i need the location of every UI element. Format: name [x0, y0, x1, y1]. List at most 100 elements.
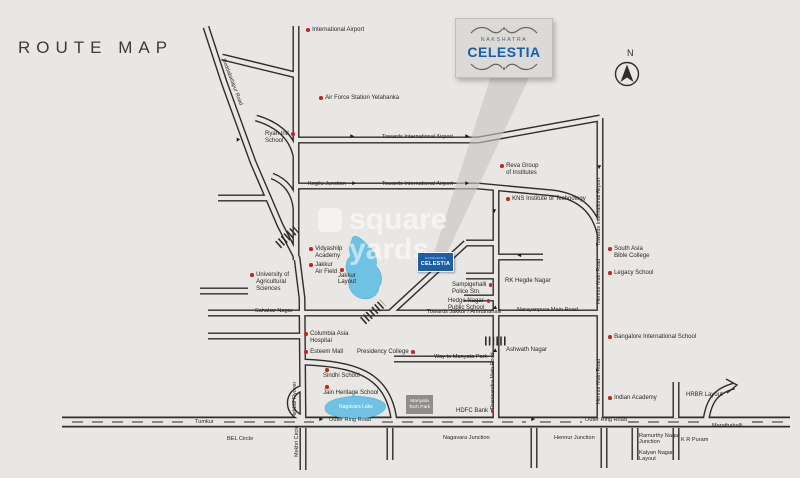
location-dot-icon — [500, 164, 504, 168]
landmark-air-force-station-yelahanka: Air Force Station Yelahanka — [319, 95, 399, 102]
landmark-label: Presidency College — [357, 349, 409, 355]
landmark-vidyashilp-academy: Vidyashilp Academy — [309, 246, 342, 260]
road-label-way-to-manyata-park: Way to Manyata Park — [434, 354, 488, 360]
ornament-top-icon — [470, 26, 538, 33]
landmark-label: HDFC Bank — [456, 408, 489, 414]
location-dot-icon — [309, 247, 313, 251]
landmark-label: Reva Group of Institutes — [506, 163, 539, 176]
location-dot-icon — [304, 332, 308, 336]
location-dot-icon — [291, 132, 295, 136]
arrow-up-icon: ▲ — [492, 304, 499, 311]
celestia-site-marker: NAKSHATRA CELESTIA — [417, 252, 454, 272]
landmark-label: Columbia Asia Hospital — [310, 331, 349, 344]
road-label-hennur-main-road: Hennur Main Road — [596, 258, 602, 304]
road-label-towards-international-airport: Towards International Airport — [596, 177, 602, 246]
road-label-towards-jakkur-amruthahalli: Towards Jakkur / Amruthahalli — [427, 309, 502, 315]
road-label-sahakar-nagar: Sahakar Nagar — [255, 308, 293, 314]
signboard-beam — [434, 76, 530, 253]
landmark-indian-academy: Indian Academy — [608, 395, 657, 402]
curve-arrowhead-icon — [725, 378, 739, 394]
landmark-label: Ashwath Nagar — [506, 347, 548, 353]
location-dot-icon — [411, 350, 415, 354]
road-label-towards-international-airport: Towards International Airport — [382, 134, 453, 140]
landmark-jakkur-layout: Jakkur Layout — [338, 268, 356, 286]
nagavara-lake-label: Nagavara Lake — [339, 404, 373, 410]
arrow-left-icon: ◄ — [516, 252, 523, 259]
location-dot-icon — [325, 368, 329, 372]
watermark-word2: yards — [349, 233, 430, 266]
jakkur-lake — [345, 235, 382, 300]
railway-crossing-icon — [275, 225, 507, 346]
landmark-reva-group-of-institutes: Reva Group of Institutes — [500, 163, 538, 177]
landmark-label: KNS Institute of Technology — [512, 196, 586, 202]
road-label-thanisandra-main-road: Thanisandra Main Road — [490, 352, 496, 410]
manyata-tech-park-area: Manyata Tech Park — [406, 395, 433, 414]
arrow-down-icon: ▼ — [491, 208, 498, 215]
landmark-esteem-mall: Esteem Mall — [304, 349, 343, 356]
marker-name: CELESTIA — [420, 260, 451, 267]
landmark-hdfc-bank: HDFC Bank — [456, 408, 495, 415]
compass-icon — [614, 61, 640, 87]
landmark-rk-hegde-nagar: RK Hegde Nagar — [505, 278, 551, 285]
road-label-kogilu-junction: Kogilu Junction — [308, 181, 346, 187]
road-label-hennur-junction: Hennur Junction — [554, 435, 595, 441]
road-label-narayanpura-main-road: Narayanpura Main Road — [517, 307, 578, 313]
location-dot-icon — [486, 299, 491, 303]
landmark-label: Jain Heritage School — [323, 389, 379, 396]
landmark-label: Sampigehalli Police Stn. — [452, 282, 487, 295]
landmark-label: Legacy School — [614, 270, 654, 276]
road-label-kalyan-nagar-layout: Kalyan Nagar Layout — [639, 450, 673, 463]
landmark-jain-heritage-school: Jain Heritage School — [323, 385, 378, 396]
landmark-kns-institute-of-technology: KNS Institute of Technology — [506, 196, 586, 203]
landmark-label: South Asia Bible College — [614, 246, 650, 259]
arrow-up-icon: ▲ — [492, 347, 499, 354]
project-signboard: NAKSHATRA CELESTIA — [455, 18, 553, 78]
landmark-label: Hedge Nagar Public School — [448, 298, 485, 311]
landmark-international-airport: International Airport — [306, 27, 364, 34]
location-dot-icon — [488, 283, 493, 287]
landmark-sindhi-school: Sindhi School — [323, 368, 360, 379]
location-dot-icon — [608, 396, 612, 400]
landmark-label: Sindhi School — [323, 372, 360, 379]
landmark-ashwath-nagar: Ashwath Nagar — [506, 347, 547, 354]
landmark-label: HRBR Layout — [686, 392, 723, 398]
arrow-down-icon: ▼ — [596, 164, 603, 171]
arrow-right-icon: ► — [530, 416, 537, 423]
arrow-right-icon: ► — [464, 180, 471, 187]
landmark-label: Jakkur Air Field — [315, 262, 338, 275]
location-dot-icon — [304, 350, 308, 354]
location-dot-icon — [309, 263, 313, 267]
landmark-hedge-nagar-public-school: Hedge Nagar Public School — [448, 298, 491, 312]
road-label-hennur-main-road: Hennur Main Road — [596, 358, 602, 404]
road-label-nagavara-junction: Nagavara Junction — [443, 435, 490, 441]
landmark-label: Ryan Intl School — [265, 131, 289, 144]
location-dot-icon — [325, 385, 329, 389]
nagavara-lake — [324, 395, 386, 419]
location-dot-icon — [306, 28, 310, 32]
location-dot-icon — [608, 247, 612, 251]
landmark-label: Indian Academy — [614, 395, 657, 401]
road-label-tumkur: Tumkur — [195, 419, 214, 425]
road-label-hebbal-flyover: Hebbal Flyover — [292, 381, 298, 418]
landmark-label: Air Force Station Yelahanka — [325, 95, 400, 101]
arrow-right-icon: ► — [349, 133, 356, 140]
landmark-label: Vidyashilp Academy — [315, 246, 343, 259]
landmark-label: International Airport — [312, 27, 365, 33]
landmark-sampigehalli-police-stn: Sampigehalli Police Stn. — [452, 282, 493, 296]
location-dot-icon — [490, 409, 495, 413]
ornament-bottom-icon — [470, 63, 538, 70]
location-dot-icon — [506, 197, 510, 201]
landmark-presidency-college: Presidency College — [357, 349, 415, 356]
landmark-university-of-agricultural-sciences: University of Agricultural Sciences — [250, 272, 289, 292]
watermark-square-icon — [318, 208, 342, 232]
location-dot-icon — [608, 271, 612, 275]
road-label-k-r-puram: K R Puram — [681, 437, 709, 443]
page-title: ROUTE MAP — [18, 38, 174, 57]
road-label-ramurthy-nagar-junction: Ramurthy Nagar Junction — [639, 433, 681, 446]
road-label-towards-international-airport: Towards International Airport — [382, 181, 453, 187]
location-dot-icon — [340, 268, 344, 272]
road-label-outer-ring-road: Outer Ring Road — [585, 417, 627, 423]
arrow-right-icon: ► — [464, 133, 471, 140]
location-dot-icon — [250, 273, 254, 277]
